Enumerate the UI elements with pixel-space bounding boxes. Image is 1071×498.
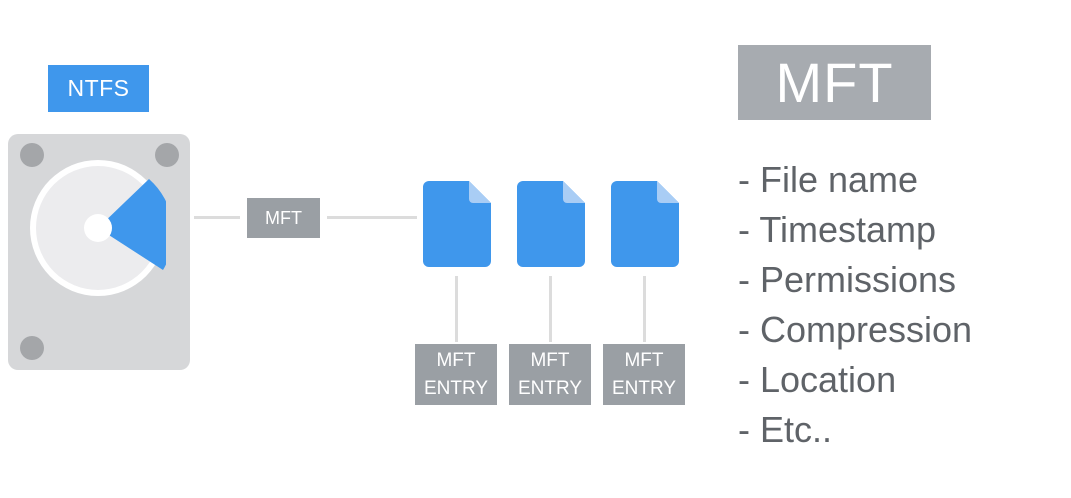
drive-screw-top-left — [20, 143, 44, 167]
mft-attribute-item: - Compression — [738, 309, 973, 350]
mft-entry-line2: ENTRY — [517, 377, 583, 399]
ntfs-badge: NTFS — [48, 65, 149, 112]
mft-attribute-item: - Timestamp — [738, 209, 937, 250]
drive-screw-top-right — [155, 143, 179, 167]
drive-screw-bottom-left — [20, 336, 44, 360]
mft-entry-box: MFT ENTRY — [603, 344, 685, 405]
file-icon — [423, 181, 491, 267]
file-icon — [517, 181, 585, 267]
connector-file-to-entry — [643, 276, 646, 342]
mft-entry-line2: ENTRY — [611, 377, 677, 399]
mft-attribute-item: - File name — [738, 159, 919, 200]
mft-entry-box: MFT ENTRY — [415, 344, 497, 405]
mft-attribute-item: - Permissions — [738, 259, 957, 300]
mft-title: MFT — [738, 45, 931, 120]
mft-entry-line1: MFT — [624, 349, 664, 371]
mft-entry-line1: MFT — [436, 349, 476, 371]
connector-mft-to-files — [327, 216, 417, 219]
connector-drive-to-mft — [194, 216, 240, 219]
mft-entry-box: MFT ENTRY — [509, 344, 591, 405]
mft-entry-line2: ENTRY — [423, 377, 489, 399]
mft-chip: MFT — [247, 198, 320, 238]
connector-file-to-entry — [455, 276, 458, 342]
connector-file-to-entry — [549, 276, 552, 342]
platter-spindle — [84, 214, 112, 242]
drive-platter — [30, 160, 166, 296]
mft-attribute-item: - Etc.. — [738, 409, 833, 450]
file-icon — [611, 181, 679, 267]
platter-highlight-sector-outer — [98, 179, 166, 270]
platter-sector-icon — [36, 166, 166, 290]
mft-attribute-item: - Location — [738, 359, 897, 400]
mft-entry-line1: MFT — [530, 349, 570, 371]
mft-attribute-list: - File name - Timestamp - Permissions - … — [738, 155, 972, 455]
